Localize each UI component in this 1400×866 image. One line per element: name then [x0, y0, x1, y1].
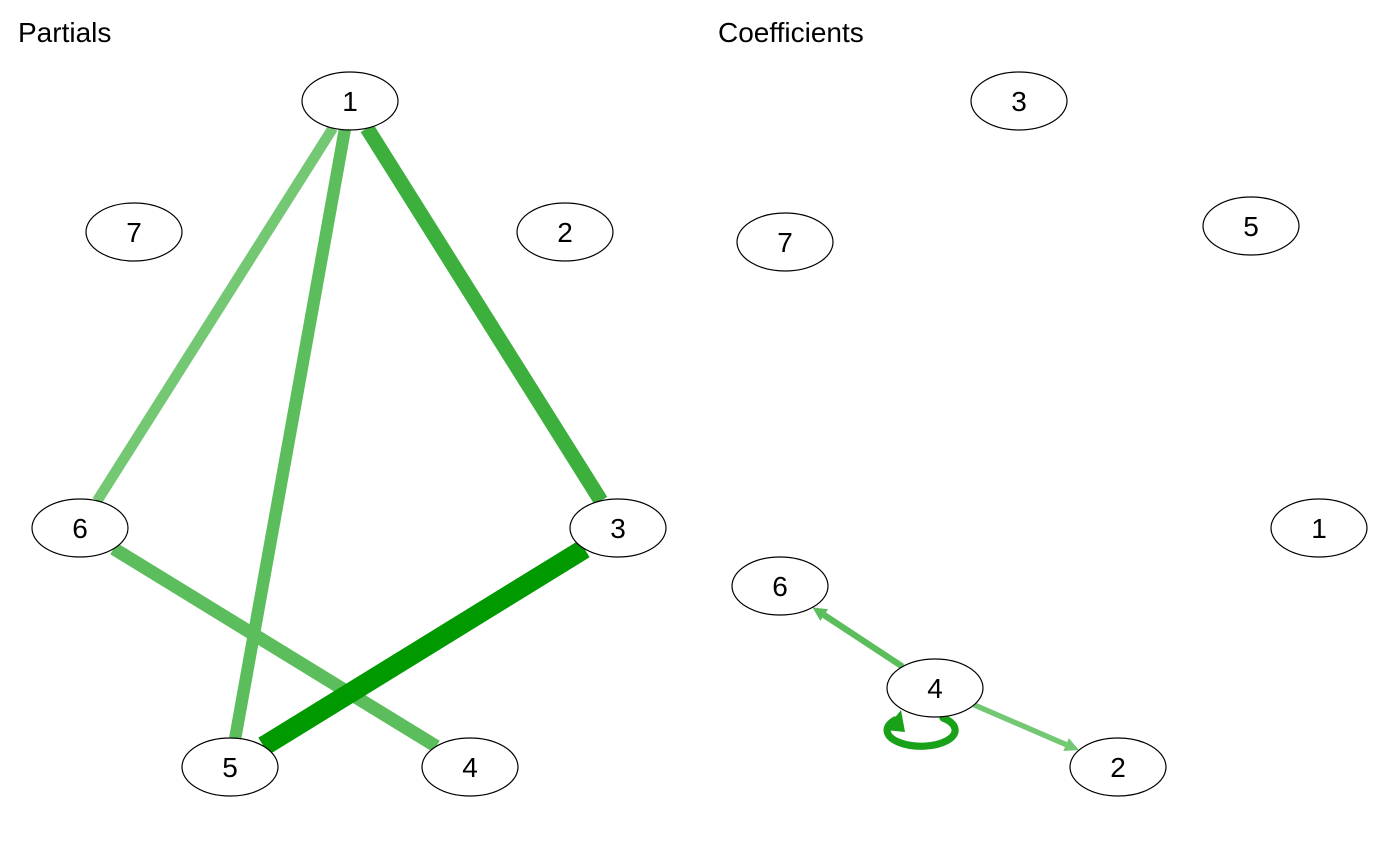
node-label: 5 — [1243, 211, 1259, 242]
node-7: 7 — [85, 202, 183, 262]
node-2: 2 — [516, 202, 614, 262]
node-label: 7 — [777, 227, 793, 258]
panel-title-partials: Partials — [18, 17, 112, 48]
coefficients-graph: 1 2 3 4 5 6 7 — [731, 71, 1368, 797]
node-4: 4 — [421, 737, 519, 797]
node-ellipse — [85, 202, 183, 262]
node-label: 3 — [1011, 86, 1027, 117]
edge-3-5 — [258, 540, 590, 755]
node-label: 1 — [342, 86, 358, 117]
node-ellipse — [31, 498, 129, 558]
node-4: 4 — [886, 658, 984, 718]
node-label: 3 — [610, 513, 626, 544]
node-ellipse — [516, 202, 614, 262]
node-label: 2 — [557, 217, 573, 248]
edge-1-5 — [229, 128, 351, 740]
node-5: 5 — [181, 737, 279, 797]
node-ellipse — [886, 658, 984, 718]
node-ellipse — [970, 71, 1068, 131]
node-3: 3 — [970, 71, 1068, 131]
panel-title-coefficients: Coefficients — [718, 17, 864, 48]
edge-6-4 — [110, 543, 440, 752]
node-ellipse — [1202, 196, 1300, 256]
arrowhead-4-to-6 — [812, 607, 829, 621]
node-6: 6 — [731, 556, 829, 616]
node-ellipse — [181, 737, 279, 797]
node-3: 3 — [569, 498, 667, 558]
node-6: 6 — [31, 498, 129, 558]
node-label: 2 — [1110, 752, 1126, 783]
node-ellipse — [301, 71, 399, 131]
edge-4-to-6 — [822, 612, 905, 670]
arrowhead-4-to-2 — [1063, 738, 1079, 752]
node-label: 4 — [927, 673, 943, 704]
edge-1-6 — [92, 125, 338, 504]
node-ellipse — [1270, 498, 1368, 558]
self-loop-arrowhead-4 — [885, 710, 905, 732]
node-label: 6 — [772, 571, 788, 602]
node-7: 7 — [736, 212, 834, 272]
node-label: 1 — [1311, 513, 1327, 544]
node-5: 5 — [1202, 196, 1300, 256]
node-ellipse — [569, 498, 667, 558]
node-label: 5 — [222, 752, 238, 783]
node-ellipse — [1069, 737, 1167, 797]
node-label: 6 — [72, 513, 88, 544]
node-1: 1 — [1270, 498, 1368, 558]
node-ellipse — [731, 556, 829, 616]
node-ellipse — [421, 737, 519, 797]
node-2: 2 — [1069, 737, 1167, 797]
edge-4-to-2 — [972, 702, 1068, 748]
edge-1-3 — [360, 124, 608, 505]
node-label: 4 — [462, 752, 478, 783]
node-1: 1 — [301, 71, 399, 131]
node-label: 7 — [126, 217, 142, 248]
node-ellipse — [736, 212, 834, 272]
partials-graph: 1 2 3 4 5 6 7 — [31, 71, 667, 797]
